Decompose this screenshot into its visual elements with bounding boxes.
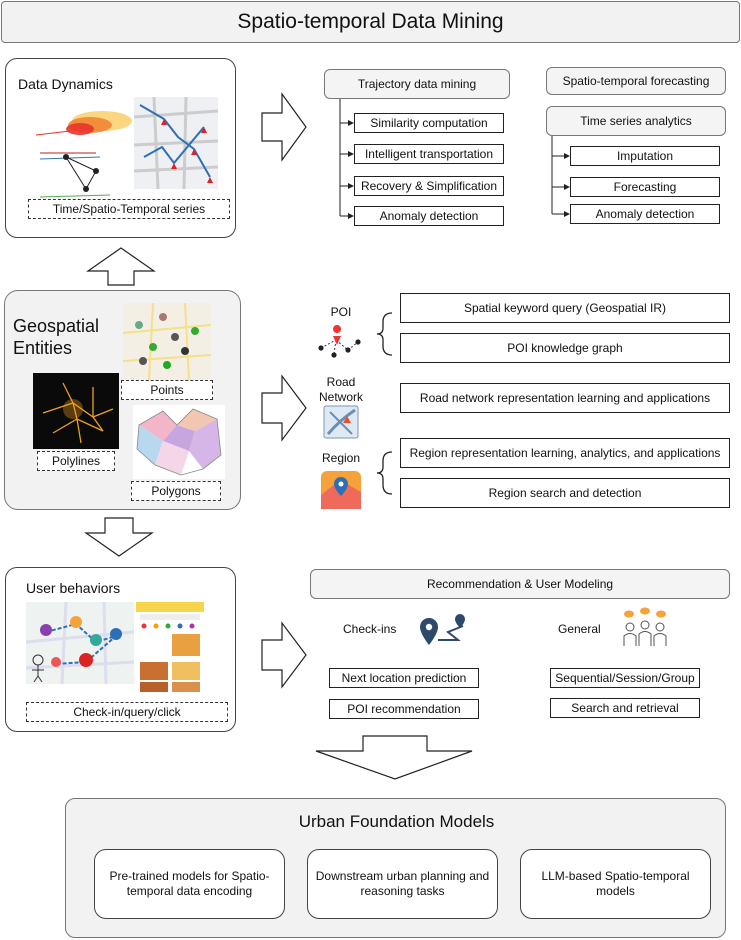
poi-item: Spatial keyword query (Geospatial IR) xyxy=(400,293,730,323)
general-item: Sequential/Session/Group xyxy=(550,668,700,688)
check-ins-item: POI recommendation xyxy=(329,699,479,719)
foundation-box-line: models xyxy=(596,884,635,898)
region-item: Region representation learning, analytic… xyxy=(400,438,730,468)
user-behaviors-panel: User behaviors Check-in/query/click xyxy=(5,567,236,732)
road-network-label-line2: Network xyxy=(318,390,363,404)
region-icon xyxy=(321,471,361,509)
recommendation-header: Recommendation & User Modeling xyxy=(310,569,730,599)
foundation-box-line: temporal data encoding xyxy=(126,884,253,898)
data-dynamics-caption: Time/Spatio-Temporal series xyxy=(28,199,230,219)
points-label: Points xyxy=(121,380,213,400)
foundation-box-line: reasoning tasks xyxy=(360,884,445,898)
right-arrow-icon xyxy=(261,621,307,689)
up-arrow-icon xyxy=(86,247,156,286)
forecasting-item: Forecasting xyxy=(570,177,720,197)
forecasting-item: Imputation xyxy=(570,146,720,166)
right-arrow-icon xyxy=(261,92,307,162)
down-arrow-icon xyxy=(315,735,473,780)
general-label: General xyxy=(558,622,601,636)
trajectory-item: Recovery & Simplification xyxy=(354,176,504,196)
foundation-box: Pre-trained models for Spatio- temporal … xyxy=(94,849,285,919)
general-item: Search and retrieval xyxy=(550,698,700,718)
check-ins-label: Check-ins xyxy=(343,622,397,636)
check-ins-icon xyxy=(420,614,465,645)
polygons-label: Polygons xyxy=(131,481,221,501)
foundation-box-line: Downstream urban planning and xyxy=(315,869,490,883)
page-title: Spatio-temporal Data Mining xyxy=(237,10,504,33)
foundation-box-line: Pre-trained models for Spatio- xyxy=(109,869,270,883)
poi-item: POI knowledge graph xyxy=(400,333,730,363)
foundation-panel: Urban Foundation Models Pre-trained mode… xyxy=(65,798,726,938)
trajectory-item: Anomaly detection xyxy=(354,206,504,226)
time-series-graph-thumbnail xyxy=(30,97,134,209)
check-in-map-thumbnail xyxy=(26,602,134,684)
road-network-icon xyxy=(323,405,359,439)
poi-icon xyxy=(318,325,361,358)
data-dynamics-heading: Data Dynamics xyxy=(18,76,113,92)
points-map-thumbnail xyxy=(123,303,211,381)
trajectory-map-thumbnail xyxy=(134,97,218,189)
geospatial-heading-line1: Geospatial xyxy=(13,316,100,336)
geospatial-panel: Geospatial Entities Points Polylines Pol… xyxy=(4,290,241,510)
page-title-box: Spatio-temporal Data Mining xyxy=(1,1,740,43)
foundation-box-line: LLM-based Spatio-temporal xyxy=(541,869,690,883)
mobile-app-thumbnail xyxy=(136,602,204,694)
data-dynamics-panel: Data Dynamics Time/Spatio-Temporal serie… xyxy=(5,58,236,238)
trajectory-item: Similarity computation xyxy=(354,113,504,133)
foundation-box: Downstream urban planning and reasoning … xyxy=(307,849,498,919)
foundation-title: Urban Foundation Models xyxy=(298,812,495,831)
forecasting-header: Spatio-temporal forecasting xyxy=(546,67,726,95)
polylines-map-thumbnail xyxy=(33,373,119,449)
user-behaviors-caption: Check-in/query/click xyxy=(26,702,228,722)
road-item: Road network representation learning and… xyxy=(400,383,730,413)
road-network-label-line1: Road xyxy=(326,375,356,389)
user-behaviors-heading: User behaviors xyxy=(26,580,121,596)
polylines-label: Polylines xyxy=(37,451,115,471)
right-arrow-icon xyxy=(261,374,307,442)
region-label: Region xyxy=(321,451,361,465)
trajectory-item: Intelligent transportation xyxy=(354,144,504,164)
polygons-map-thumbnail xyxy=(133,405,225,479)
general-users-icon xyxy=(623,607,667,646)
region-item: Region search and detection xyxy=(400,478,730,508)
poi-label: POI xyxy=(330,305,352,319)
forecasting-item: Anomaly detection xyxy=(570,204,720,224)
down-arrow-icon xyxy=(84,517,154,557)
check-ins-item: Next location prediction xyxy=(329,668,479,688)
foundation-box: LLM-based Spatio-temporal models xyxy=(520,849,711,919)
geospatial-heading-line2: Entities xyxy=(13,338,73,358)
trajectory-header: Trajectory data mining xyxy=(324,69,510,99)
time-series-header: Time series analytics xyxy=(546,106,726,136)
